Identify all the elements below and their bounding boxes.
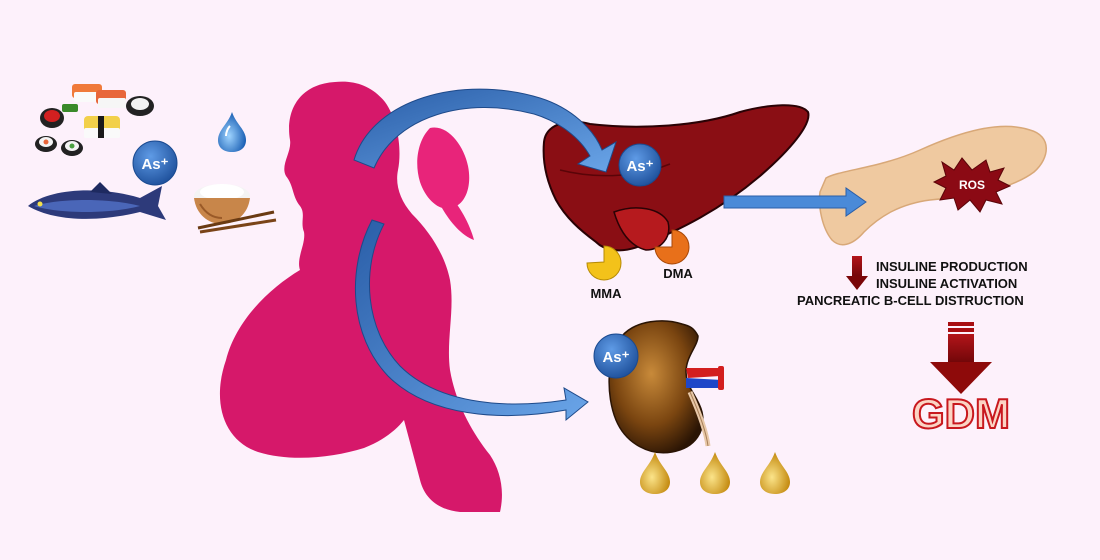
- liver-icon: [542, 104, 810, 252]
- arsenic-circle-kidney: As⁺: [593, 333, 639, 379]
- urine-drop-icon: [760, 452, 790, 494]
- arrow-to-pancreas: [723, 187, 867, 217]
- effect-b-cell-destruction: PANCREATIC B-CELL DISTRUCTION: [797, 293, 1024, 308]
- mma-pie-icon: [586, 245, 622, 281]
- arrow-to-kidney: [354, 219, 589, 422]
- decrease-arrow-icon: [846, 256, 868, 290]
- arsenic-label-kidney: As⁺: [602, 349, 629, 366]
- mma-label: MMA: [590, 286, 622, 301]
- chopsticks-icon: [197, 210, 277, 234]
- effect-insuline-production: INSULINE PRODUCTION: [876, 259, 1028, 274]
- arsenic-label-food: As⁺: [141, 156, 168, 173]
- dma-label: DMA: [663, 266, 693, 281]
- rice-bowl-icon: [194, 184, 250, 224]
- urine-drop-icon: [700, 452, 730, 494]
- urine-drops: [640, 452, 790, 494]
- sushi-icon: [35, 84, 154, 156]
- arrow-to-liver: [353, 88, 617, 173]
- seafood-food-group: [28, 84, 277, 234]
- pancreas-icon: [818, 125, 1047, 246]
- arsenic-circle-food: As⁺: [132, 140, 178, 186]
- water-drop-icon: [218, 112, 246, 152]
- dma-pie-icon: [654, 229, 690, 265]
- arsenic-circle-liver: As⁺: [618, 143, 662, 187]
- fish-icon: [28, 182, 166, 220]
- arsenic-label-liver: As⁺: [626, 158, 653, 175]
- effect-insuline-activation: INSULINE ACTIVATION: [876, 276, 1017, 291]
- ros-burst-icon: ROS: [932, 157, 1012, 213]
- ros-label: ROS: [959, 178, 985, 192]
- gdm-label: GDM: [912, 390, 1010, 437]
- urine-drop-icon: [640, 452, 670, 494]
- outcome-arrow-icon: [930, 322, 992, 394]
